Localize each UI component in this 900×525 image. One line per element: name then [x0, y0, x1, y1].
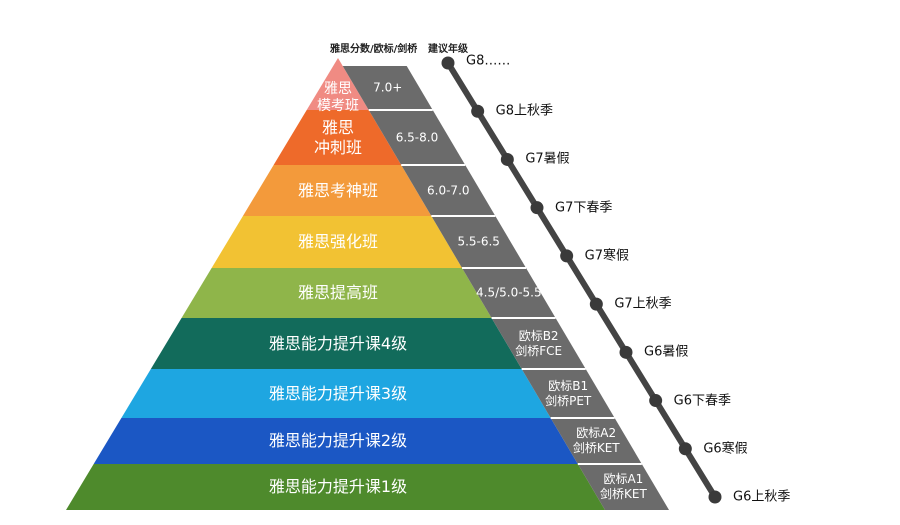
pyramid-layer-label: 雅思模考班 [317, 81, 359, 114]
score-label: 6.5-8.0 [395, 130, 439, 144]
pyramid-layer-label: 雅思提高班 [297, 283, 379, 302]
header-score: 雅思分数/欧标/剑桥 [330, 44, 418, 55]
pyramid-layer-label: 雅思能力提升课4级 [268, 333, 408, 353]
pyramid-layer-label: 雅思能力提升课2级 [268, 431, 408, 450]
timeline-dot [708, 490, 722, 504]
score-label: 7.0+ [373, 80, 403, 95]
pyramid-layer-label: 雅思强化班 [297, 232, 379, 251]
timeline-dot [619, 345, 633, 359]
pyramid-layers [66, 58, 605, 510]
score-band [342, 66, 669, 510]
grade-label: G7暑假 [525, 151, 570, 167]
pyramid-layer-label: 雅思考神班 [297, 180, 379, 200]
pyramid-layer-label: 雅思能力提升课3级 [268, 383, 408, 403]
pyramid-layer [242, 165, 432, 216]
grade-label: G7上秋季 [614, 296, 672, 312]
pyramid-layer [93, 418, 578, 464]
grade-label: G6暑假 [644, 344, 689, 360]
score-label: 5.5-6.5 [457, 234, 500, 249]
grade-label: G8上秋季 [495, 103, 554, 119]
timeline-dot [441, 56, 455, 70]
grade-label: G6下春季 [673, 393, 732, 409]
timeline-dot [530, 201, 544, 215]
pyramid-layer [66, 464, 605, 510]
pyramid-layer-label: 雅思能力提升课1级 [268, 477, 408, 496]
pyramid-layer-label: 雅思冲刺班 [313, 117, 363, 157]
score-label: 4.5/5.0-5.5 [476, 285, 542, 300]
pyramid-layer [150, 318, 522, 369]
grade-timeline [441, 56, 722, 504]
timeline-line [445, 60, 718, 500]
grade-label: G7寒假 [584, 248, 630, 264]
score-label: 6.0-7.0 [427, 183, 470, 197]
timeline-dot [649, 394, 663, 408]
pyramid-layer [306, 58, 369, 110]
header-grade: 建议年级 [428, 44, 468, 55]
timeline-dot [678, 442, 692, 456]
timeline-dot [471, 104, 485, 118]
pyramid-layer [181, 268, 492, 318]
pyramid-layer [273, 110, 402, 165]
timeline-dot [500, 152, 514, 166]
score-band-strip [342, 66, 669, 510]
timeline-dot [589, 297, 603, 311]
grade-label: G6寒假 [703, 441, 748, 457]
grade-label: G6上秋季 [733, 489, 791, 505]
pyramid-layer [121, 369, 551, 418]
pyramid-layer [211, 216, 463, 268]
timeline-dot [560, 249, 574, 263]
grade-label: G7下春季 [555, 200, 613, 216]
grade-label: G8…… [466, 53, 511, 69]
